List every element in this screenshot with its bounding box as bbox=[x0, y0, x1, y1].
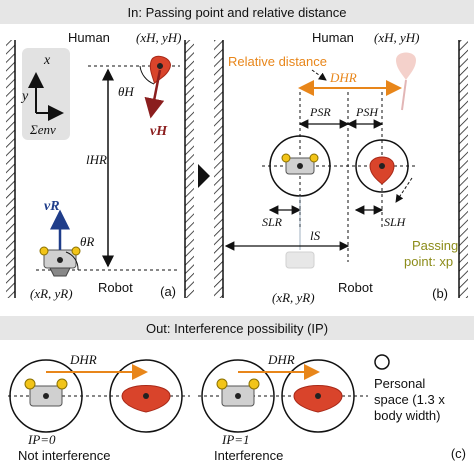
human-ghost-b bbox=[396, 52, 416, 111]
d-hr-label-left: DHR bbox=[69, 352, 97, 367]
d-hr-label-right: DHR bbox=[267, 352, 295, 367]
sl-h-label: SLH bbox=[384, 215, 407, 229]
wall-right-b bbox=[459, 40, 468, 298]
panel-b-label: (b) bbox=[432, 286, 448, 301]
robot-label-b: Robot bbox=[338, 280, 373, 295]
robot-coord-a: (xR, yR) bbox=[30, 286, 73, 301]
velocity-human-arrow bbox=[144, 69, 165, 119]
robot-coord-b: (xR, yR) bbox=[272, 290, 315, 305]
sl-r-label: SLR bbox=[262, 215, 283, 229]
env-frame-label: Σenv bbox=[29, 122, 56, 137]
legend-line2: space (1.3 x bbox=[374, 392, 445, 407]
panel-c: DHR IP=0 Not interference DHR IP=1 Inter… bbox=[8, 352, 466, 463]
theta-h-label: θH bbox=[118, 84, 134, 99]
panel-b: Human (xH, yH) Relative distance DHR PSR… bbox=[214, 30, 468, 305]
velocity-robot-label: vR bbox=[44, 199, 60, 214]
human-space-left bbox=[109, 359, 183, 433]
distance-lhr-label: lHR bbox=[86, 152, 107, 167]
panel-a-label: (a) bbox=[160, 284, 176, 299]
relative-distance-label: Relative distance bbox=[228, 54, 327, 69]
wall-left-b bbox=[214, 40, 223, 298]
panel-a: x y Σenv Human (xH, yH) vH θH lHR vR θR bbox=[6, 30, 194, 301]
human-coord-b: (xH, yH) bbox=[374, 30, 419, 45]
interference-label: Interference bbox=[214, 448, 283, 463]
human-left bbox=[121, 385, 171, 413]
human-space-right bbox=[281, 359, 355, 433]
human-figure-b bbox=[369, 156, 395, 185]
human-right bbox=[293, 385, 343, 413]
ip0-label: IP=0 bbox=[27, 432, 56, 447]
robot-ghost-b bbox=[285, 196, 315, 269]
robot-figure-a bbox=[39, 246, 81, 277]
passing-point-line2: point: xp bbox=[404, 254, 453, 269]
not-interference-label: Not interference bbox=[18, 448, 111, 463]
p-sr-label: PSR bbox=[309, 105, 331, 119]
wall-right-a bbox=[185, 40, 194, 298]
robot-label-a: Robot bbox=[98, 280, 133, 295]
axis-y-label: y bbox=[20, 89, 29, 104]
header-bottom-bar bbox=[0, 316, 474, 340]
transition-arrow bbox=[198, 164, 210, 188]
header-bottom-title: Out: Interference possibility (IP) bbox=[146, 321, 328, 336]
header-top-title: In: Passing point and relative distance bbox=[128, 5, 347, 20]
panel-c-label: (c) bbox=[451, 446, 466, 461]
human-coord-a: (xH, yH) bbox=[136, 30, 181, 45]
robot-space-right bbox=[201, 359, 275, 433]
p-sh-label: PSH bbox=[355, 105, 379, 119]
header-top-bar bbox=[0, 0, 474, 24]
personal-space-legend-icon bbox=[374, 354, 390, 370]
axis-x-label: x bbox=[43, 53, 51, 68]
human-personal-space-b bbox=[355, 139, 409, 193]
human-figure-a bbox=[149, 55, 171, 84]
velocity-human-label: vH bbox=[150, 124, 168, 139]
legend-line1: Personal bbox=[374, 376, 425, 391]
ip1-label: IP=1 bbox=[221, 432, 250, 447]
theta-r-label: θR bbox=[80, 234, 94, 249]
d-hr-label-b: DHR bbox=[329, 70, 357, 85]
human-label-b: Human bbox=[312, 30, 354, 45]
robot-figure-b bbox=[281, 153, 319, 175]
l-s-label: lS bbox=[310, 228, 321, 243]
human-label-a: Human bbox=[68, 30, 110, 45]
robot-right bbox=[216, 378, 260, 407]
robot-left bbox=[24, 378, 68, 407]
robot-space-left bbox=[9, 359, 83, 433]
legend-line3: body width) bbox=[374, 408, 440, 423]
passing-point-line1: Passing bbox=[412, 238, 458, 253]
wall-left-a bbox=[6, 40, 15, 298]
robot-personal-space-b bbox=[269, 135, 331, 197]
